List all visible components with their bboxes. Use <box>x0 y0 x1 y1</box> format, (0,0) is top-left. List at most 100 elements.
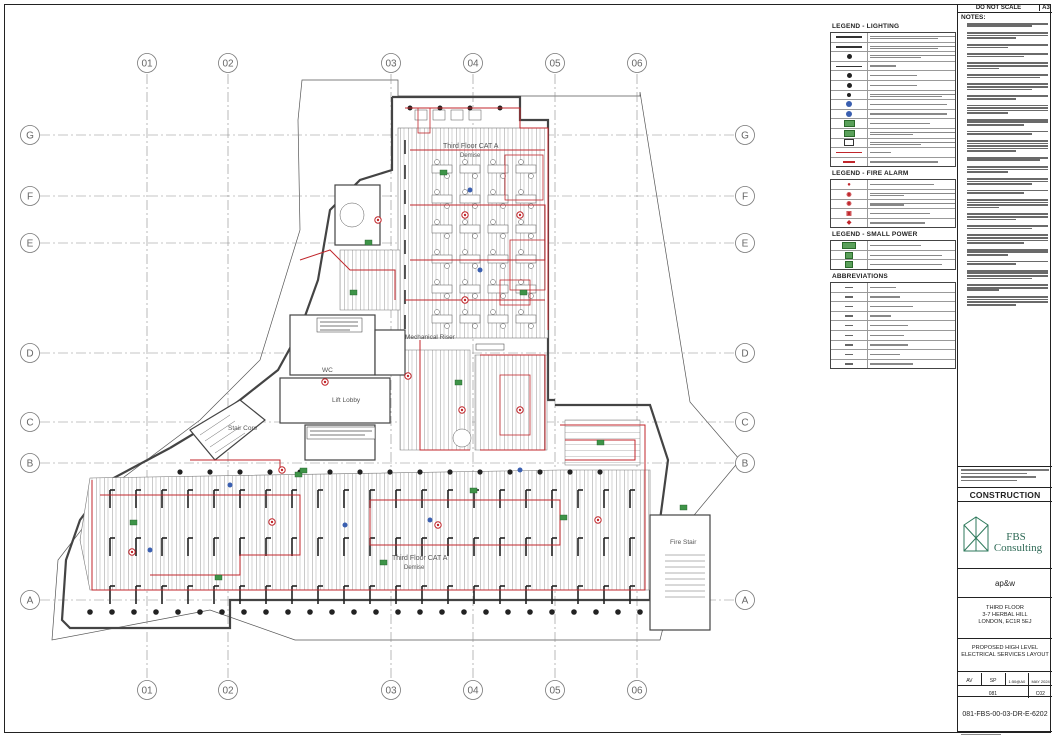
note-item <box>961 213 1048 222</box>
drawing-scale: 1:50@A0 <box>1006 673 1030 685</box>
downlight <box>417 609 423 615</box>
grid-row-label: F <box>742 192 748 203</box>
legend-fire-table: ● ◉ ◉ ▣ ◆ <box>830 179 956 229</box>
downlight <box>483 609 489 615</box>
chair <box>500 233 506 239</box>
note-item <box>961 22 1048 28</box>
chair <box>528 173 534 179</box>
smoke-detector-core <box>596 518 600 522</box>
downlight <box>263 609 269 615</box>
desk <box>459 314 481 324</box>
note-item <box>961 295 1048 306</box>
note-item <box>961 165 1048 174</box>
drawing-number: 081-FBS-00-03-DR-E-6202 <box>958 698 1052 732</box>
smoke-detector-core <box>460 408 464 412</box>
legend-power-title: LEGEND - SMALL POWER <box>832 231 918 239</box>
architect-logo: ap&w <box>958 570 1052 598</box>
project-address: THIRD FLOOR 3-7 HERBAL HILL LONDON, EC1R… <box>958 599 1052 639</box>
note-item <box>961 224 1048 230</box>
grid-bubble-row: F <box>735 186 755 206</box>
small-power-outlet <box>596 439 605 446</box>
chair <box>462 249 468 255</box>
downlight <box>219 609 225 615</box>
downlight <box>439 609 445 615</box>
drawing-title-line-2: ELECTRICAL SERVICES LAYOUT <box>961 652 1049 659</box>
desk <box>431 224 453 234</box>
grid-bubble-row: C <box>20 412 40 432</box>
grid-bubble-col: 03 <box>381 53 401 73</box>
desk <box>414 109 428 121</box>
desk <box>459 284 481 294</box>
chair <box>518 159 524 165</box>
chair <box>472 173 478 179</box>
grid-bubble-col: 01 <box>137 53 157 73</box>
desk <box>515 164 537 174</box>
title-block: DO NOT SCALE A3 NOTES: CONSTRUCTION FBS … <box>957 4 1052 735</box>
downlight <box>549 609 555 615</box>
downlight <box>637 609 643 615</box>
do-not-scale-text: DO NOT SCALE <box>975 5 1022 11</box>
downlight <box>237 469 243 475</box>
grid-bubble-col: 04 <box>463 53 483 73</box>
downlight <box>571 609 577 615</box>
grid-column-label: 03 <box>385 686 397 697</box>
downlight <box>351 609 357 615</box>
grid-row-label: B <box>742 459 749 470</box>
small-power-outlet <box>349 289 358 296</box>
chair <box>434 189 440 195</box>
legend-lighting-table <box>830 32 956 168</box>
chair <box>462 189 468 195</box>
grid-row-label: E <box>742 239 749 250</box>
note-item <box>961 177 1048 186</box>
legend-power-table <box>830 240 956 271</box>
downlight <box>395 609 401 615</box>
smoke-detector-core <box>270 520 274 524</box>
label-lower-demise-sub: Demise <box>404 565 425 571</box>
chair <box>528 323 534 329</box>
sheet-size: A3 <box>1039 5 1052 11</box>
desk <box>431 284 453 294</box>
downlight <box>177 469 183 475</box>
downlight <box>329 609 335 615</box>
note-item <box>961 283 1048 292</box>
grid-row-label: D <box>741 349 748 360</box>
chair <box>472 293 478 299</box>
label-wc: WC <box>322 367 333 374</box>
chair <box>462 219 468 225</box>
desk <box>487 194 509 204</box>
footer-strip <box>958 732 1052 737</box>
chair <box>472 263 478 269</box>
chair <box>444 293 450 299</box>
chair <box>518 219 524 225</box>
data-outlet <box>147 547 153 553</box>
chair <box>434 279 440 285</box>
desk-clusters <box>339 109 537 448</box>
chair <box>434 309 440 315</box>
desk <box>459 164 481 174</box>
sheet-border <box>4 4 1051 733</box>
small-power-outlet <box>559 514 568 521</box>
smoke-detector-core <box>463 298 467 302</box>
downlight <box>207 469 213 475</box>
grid-row-label: G <box>741 131 749 142</box>
desk <box>515 224 537 234</box>
chair <box>528 233 534 239</box>
grid-column-label: 02 <box>222 59 234 70</box>
project-line-3: LONDON, EC1R 5EJ <box>978 619 1032 626</box>
note-item <box>961 62 1048 71</box>
note-item <box>961 83 1048 92</box>
chair <box>490 159 496 165</box>
drawing-title-line-1: PROPOSED HIGH LEVEL <box>971 645 1039 651</box>
note-item <box>961 139 1048 153</box>
desk <box>487 224 509 234</box>
smoke-detector-core <box>436 523 440 527</box>
grid-column-label: 01 <box>141 59 153 70</box>
data-outlet <box>427 517 433 523</box>
smoke-detector-core <box>518 213 522 217</box>
chair <box>518 309 524 315</box>
chair <box>434 249 440 255</box>
chair <box>472 323 478 329</box>
grid-bubble-col: 06 <box>627 680 647 700</box>
grid-bubble-row: A <box>735 590 755 610</box>
